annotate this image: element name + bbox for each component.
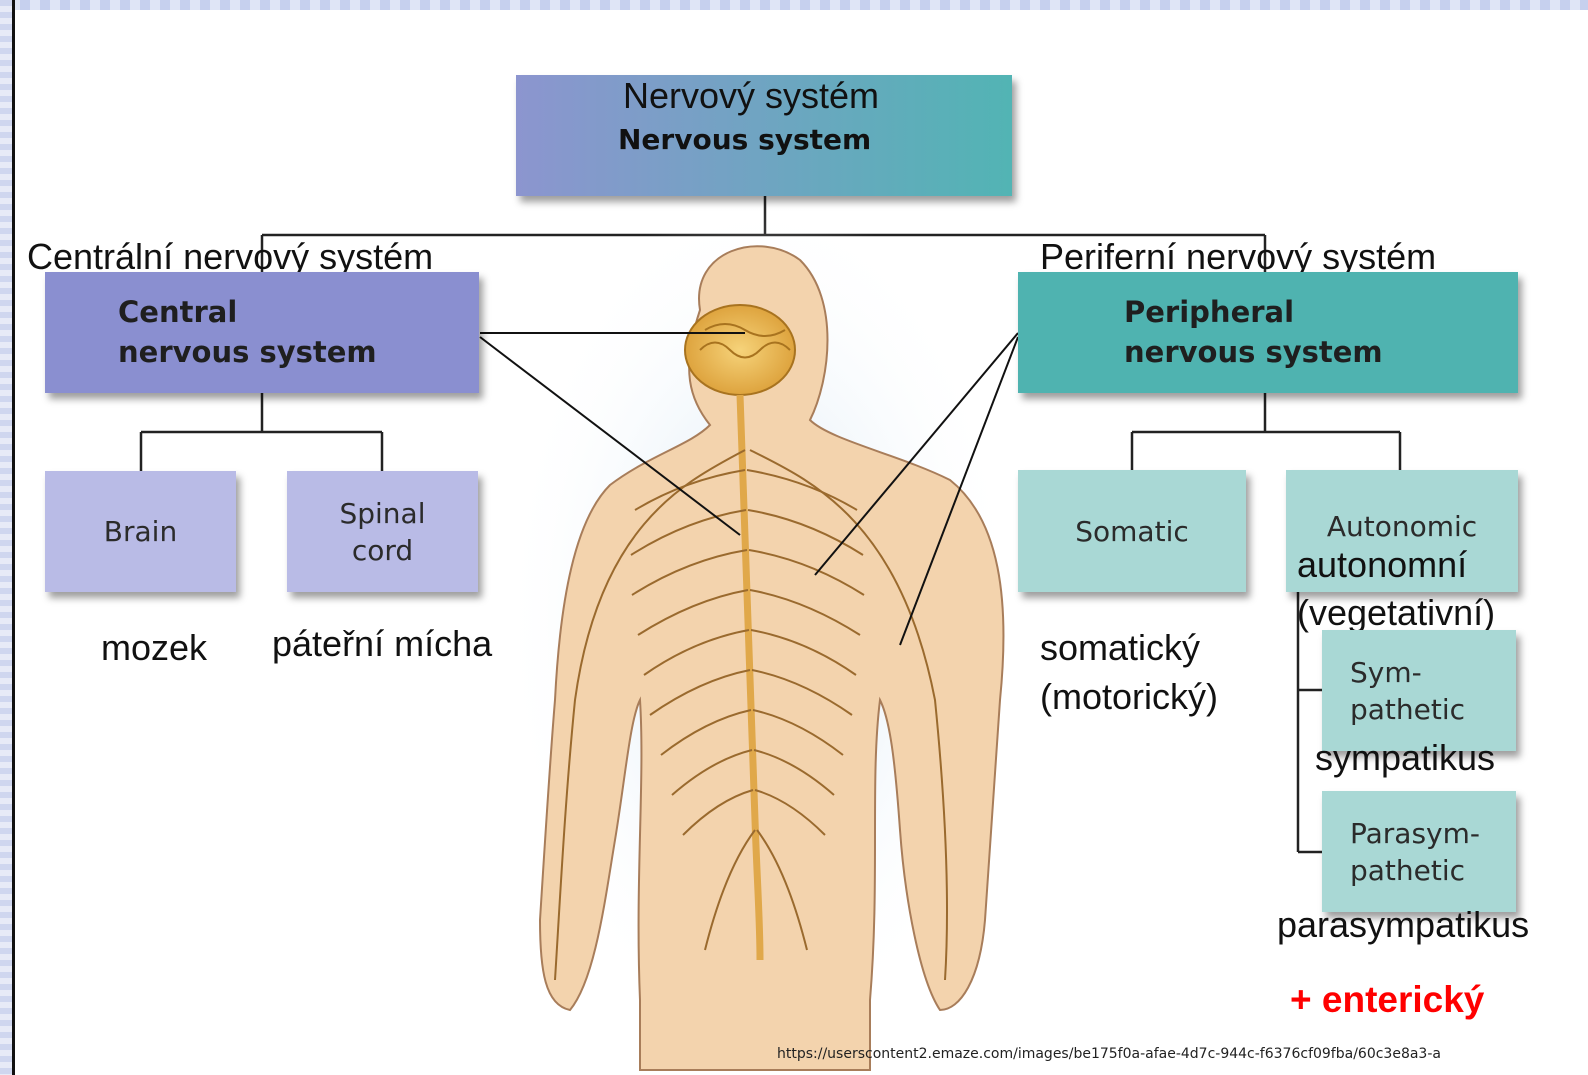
nervous-system-en-label: Nervous system — [618, 120, 871, 160]
brain-en-label: Brain — [104, 513, 177, 550]
autonomic-en-label: Autonomic — [1327, 508, 1477, 545]
cns-cz-label: Centrální nervový systém — [27, 237, 433, 277]
autonomic-cz-line1: autonomní — [1297, 545, 1467, 585]
sympathetic-en-line2: pathetic — [1350, 691, 1465, 728]
spinal-cord-cz-label: páteřní mícha — [272, 624, 492, 664]
pns-en-line2: nervous system — [1124, 332, 1518, 372]
spinal-en-line2: cord — [352, 532, 413, 569]
brain-box: Brain — [45, 471, 236, 592]
pns-box: Peripheral nervous system — [1018, 272, 1518, 393]
cns-en-line2: nervous system — [118, 332, 479, 372]
parasympathetic-en-line2: pathetic — [1350, 852, 1465, 889]
somatic-en-label: Somatic — [1075, 513, 1189, 550]
sympathetic-en-line1: Sym- — [1350, 654, 1422, 691]
brain-cz-label: mozek — [101, 628, 207, 668]
parasympathetic-box: Parasym- pathetic — [1322, 791, 1516, 912]
spinal-cord-box: Spinal cord — [287, 471, 478, 592]
source-url: https://userscontent2.emaze.com/images/b… — [777, 1046, 1588, 1062]
nervous-system-cz-label: Nervový systém — [623, 76, 879, 116]
cns-box: Central nervous system — [45, 272, 479, 393]
enteric-label: + enterický — [1290, 980, 1484, 1020]
somatic-cz-line1: somatický — [1040, 628, 1200, 668]
spinal-en-line1: Spinal — [339, 495, 425, 532]
sympathetic-box: Sym- pathetic — [1322, 630, 1516, 751]
cns-en-line1: Central — [118, 292, 479, 332]
parasympathetic-cz-label: parasympatikus — [1277, 905, 1529, 945]
human-body-illustration — [500, 190, 1020, 1070]
pns-en-line1: Peripheral — [1124, 292, 1518, 332]
pns-cz-label: Periferní nervový systém — [1040, 237, 1436, 277]
sympathetic-cz-label: sympatikus — [1315, 738, 1495, 778]
somatic-box: Somatic — [1018, 470, 1246, 592]
somatic-cz-line2: (motorický) — [1040, 677, 1218, 717]
parasympathetic-en-line1: Parasym- — [1350, 815, 1480, 852]
autonomic-cz-line2: (vegetativní) — [1297, 593, 1495, 633]
